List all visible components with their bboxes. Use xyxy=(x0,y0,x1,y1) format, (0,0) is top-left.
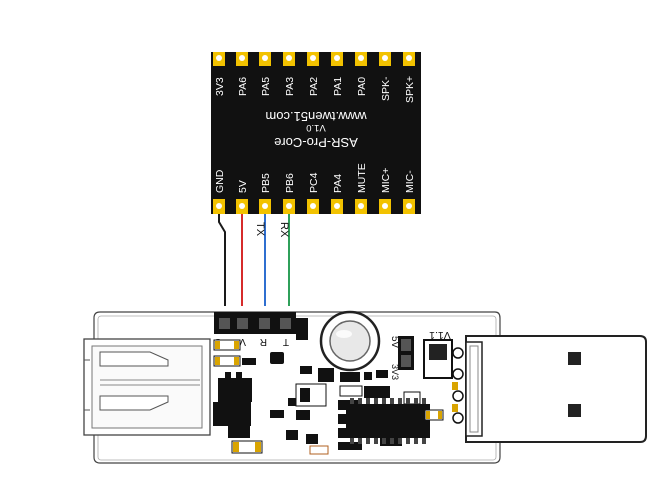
bottom-pad xyxy=(403,199,415,214)
module-version: V1.0 xyxy=(306,122,326,133)
bottom-pad xyxy=(331,199,343,214)
bottom-pad xyxy=(355,199,367,214)
bottom-pin-label: MUTE xyxy=(356,163,368,193)
top-pad xyxy=(259,52,271,66)
top-pin-label: PA6 xyxy=(237,77,249,96)
bottom-pin-label: GND xyxy=(214,169,226,193)
voltage-jumper xyxy=(398,336,453,379)
top-pad xyxy=(236,52,248,66)
usb-male-plug xyxy=(465,335,647,443)
header-label-r: R xyxy=(260,336,267,347)
bottom-pin-label: MIC+ xyxy=(380,168,392,193)
jumper-label-5v: 5V xyxy=(389,336,400,349)
adapter-version: V1.1 xyxy=(429,329,451,341)
bottom-pad-row xyxy=(213,199,415,214)
top-pin-label: SPK+ xyxy=(404,76,416,103)
bottom-pad xyxy=(283,199,295,214)
module-name: ASR-Pro-Core xyxy=(274,135,358,150)
gnd-wire xyxy=(218,214,226,306)
top-pin-label: PA2 xyxy=(308,77,320,96)
top-pad xyxy=(283,52,295,66)
top-pad xyxy=(307,52,319,66)
bottom-pin-label: MIC- xyxy=(404,170,416,193)
header-label-t: T xyxy=(283,336,289,347)
bottom-pad xyxy=(213,199,225,214)
top-pin-label: PA3 xyxy=(284,77,296,96)
wires xyxy=(218,214,290,306)
tx-label: TX xyxy=(254,222,266,237)
top-pad xyxy=(213,52,225,66)
pin-header xyxy=(214,312,296,334)
top-pad xyxy=(355,52,367,66)
top-pad-row xyxy=(213,52,415,66)
module-url: www.twen51.com xyxy=(265,109,367,124)
top-pin-label: PA5 xyxy=(260,77,272,96)
bottom-pin-label: PC4 xyxy=(308,172,320,193)
top-pad xyxy=(379,52,391,66)
top-pin-label: 3V3 xyxy=(214,77,226,96)
asr-pro-core-module: 3V3 PA6 PA5 PA3 PA2 PA1 PA0 SPK- SPK+ ww… xyxy=(211,52,421,214)
header-label-v: V xyxy=(239,336,246,347)
bottom-pin-label: 5V xyxy=(237,180,249,193)
rx-label: RX xyxy=(278,222,290,238)
coin-cell-battery xyxy=(296,310,381,372)
yellow-components xyxy=(424,347,464,424)
bottom-pin-label: PA4 xyxy=(332,174,344,193)
top-pin-label: SPK- xyxy=(380,76,392,101)
bottom-pad xyxy=(379,199,391,214)
usb-adapter-board: G V R T 5V 3V3 V1.1 xyxy=(83,310,647,464)
usb-female-port xyxy=(83,338,211,436)
top-pad xyxy=(403,52,415,66)
bottom-pin-label: PB6 xyxy=(284,173,296,193)
jumper-label-3v3: 3V3 xyxy=(390,364,400,380)
bottom-pin-label: PB5 xyxy=(260,173,272,193)
main-ic xyxy=(346,398,430,444)
bottom-pad xyxy=(259,199,271,214)
bottom-pad xyxy=(236,199,248,214)
top-pad xyxy=(331,52,343,66)
top-pin-label: PA0 xyxy=(356,77,368,96)
module-pcb xyxy=(211,52,421,214)
top-pin-label: PA1 xyxy=(332,77,344,96)
bottom-pad xyxy=(307,199,319,214)
